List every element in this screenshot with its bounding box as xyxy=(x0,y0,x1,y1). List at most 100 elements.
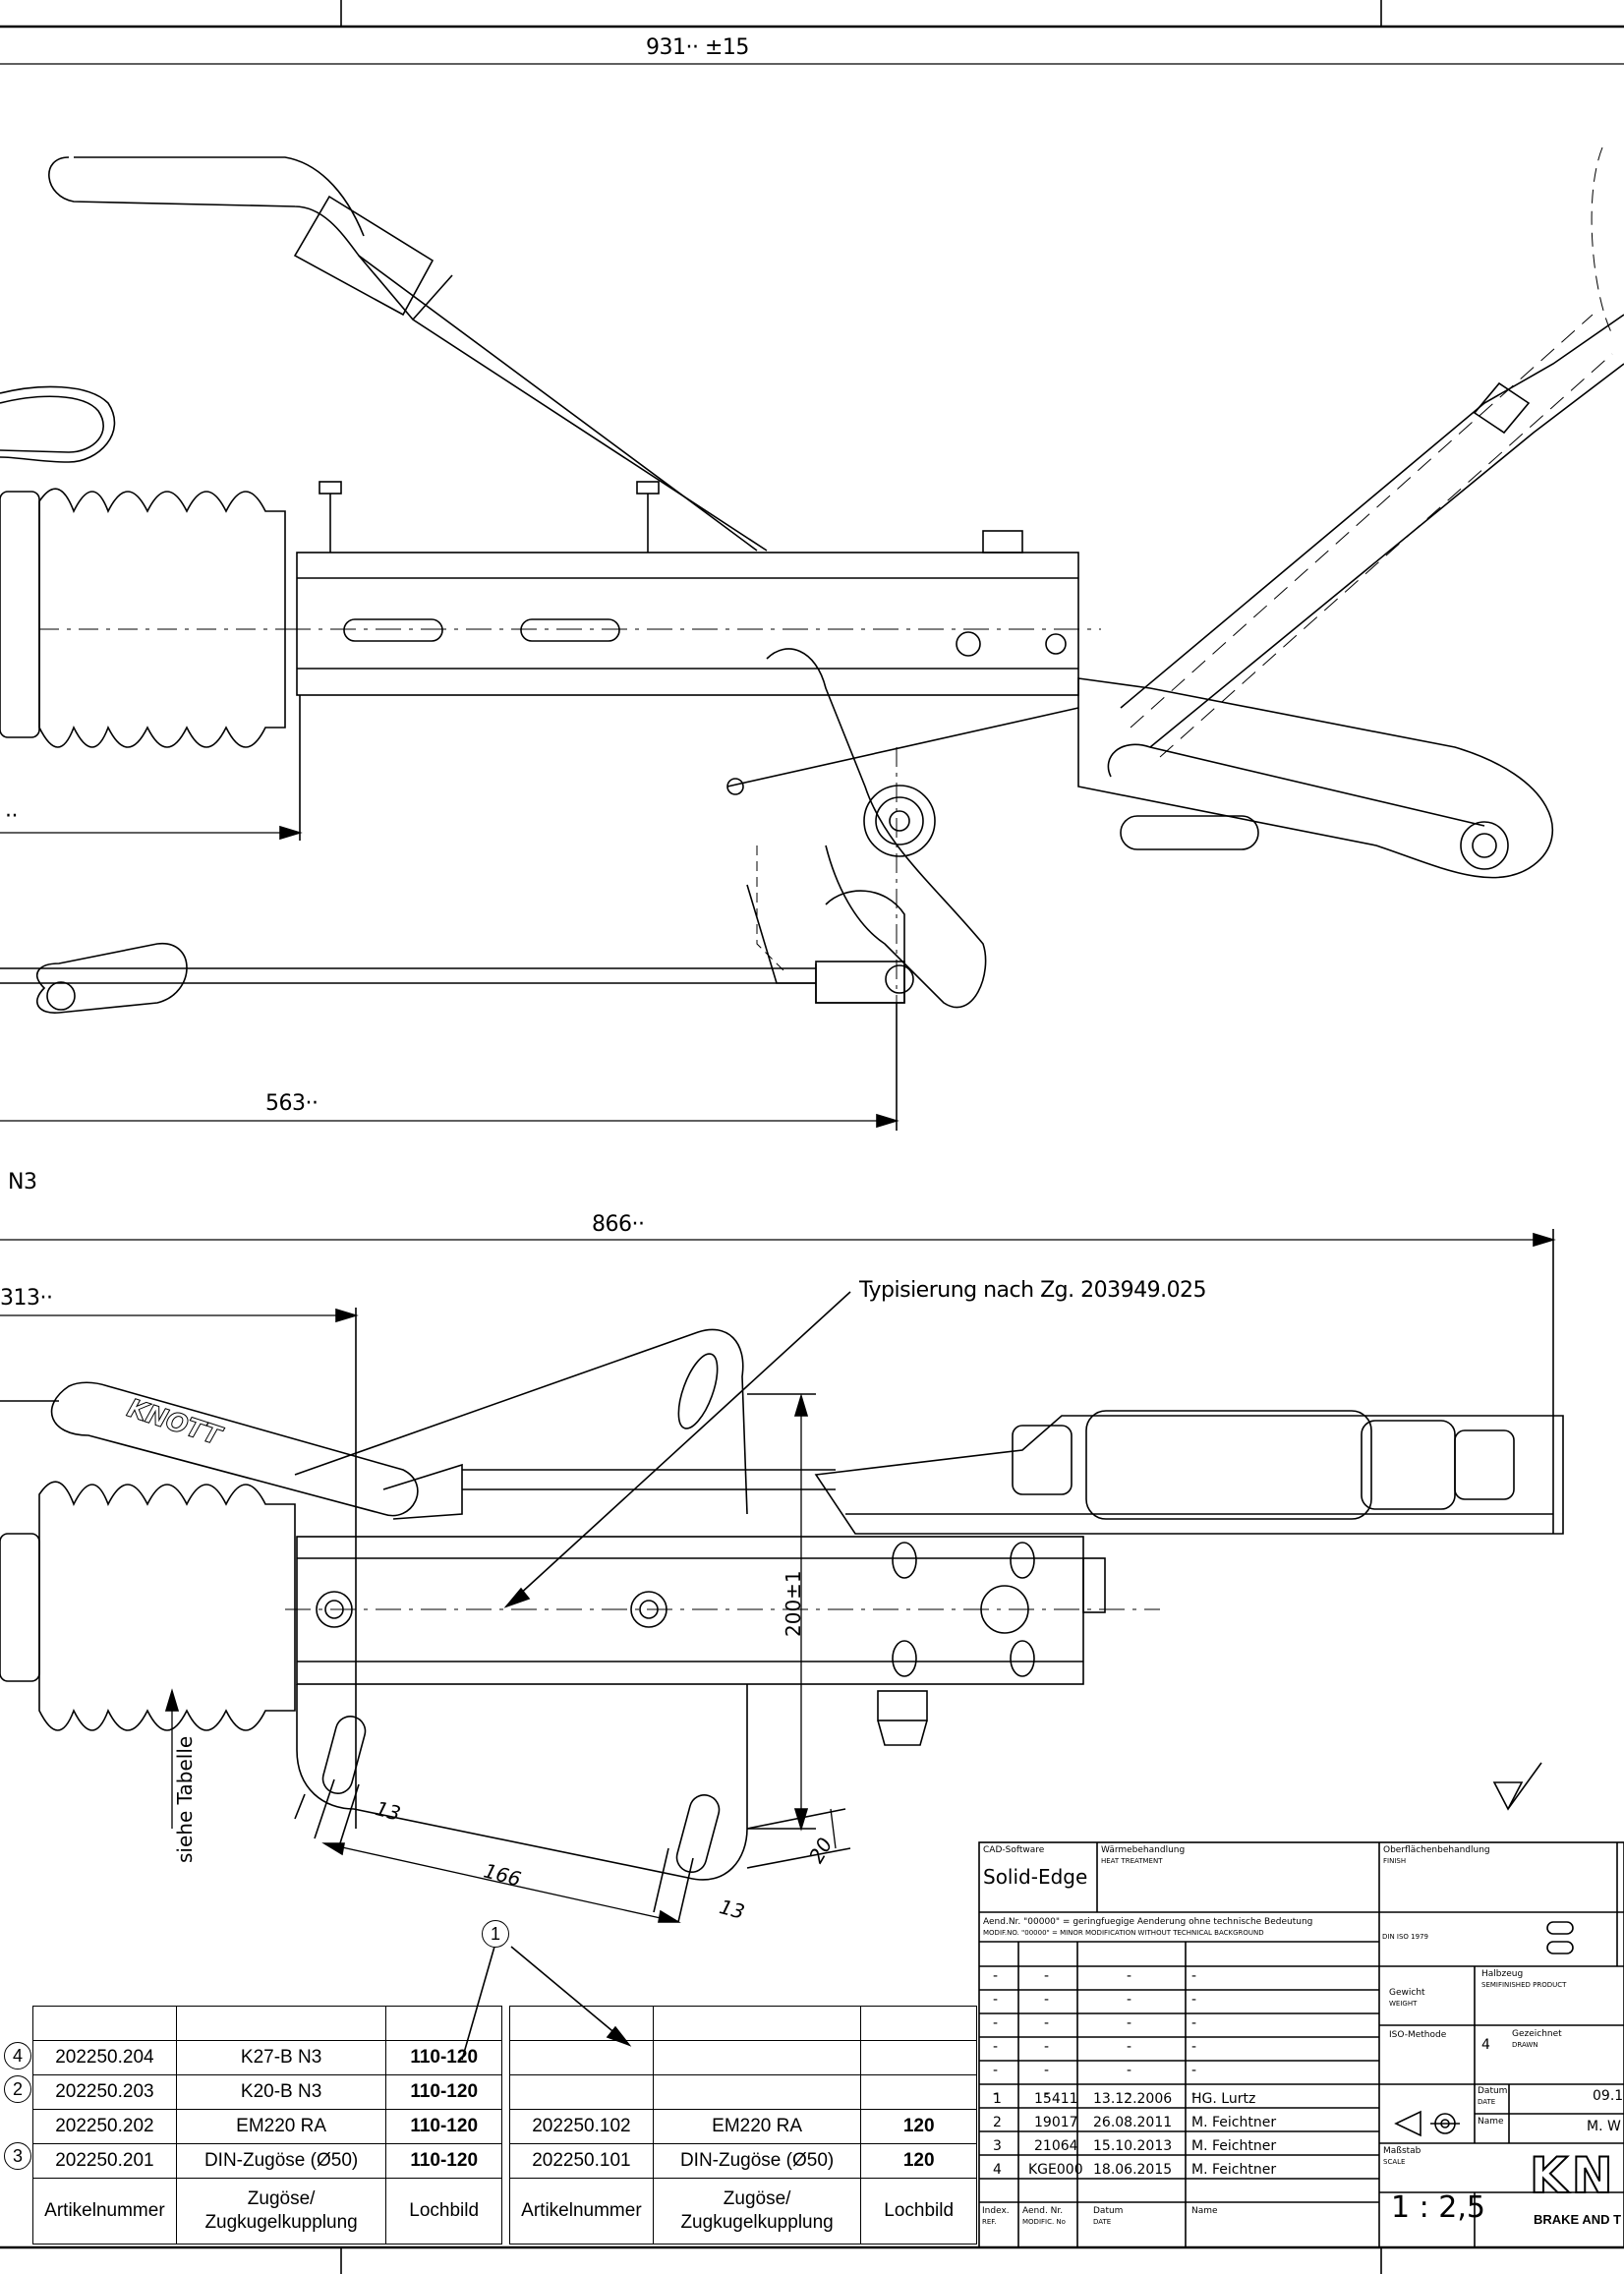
table-row xyxy=(509,2006,977,2041)
header-article: Artikelnummer xyxy=(509,2178,654,2245)
header-hole-pattern: Lochbild xyxy=(385,2178,502,2245)
table-row xyxy=(509,2040,977,2075)
rev-header-aend: Aend. Nr. xyxy=(1022,2206,1064,2216)
rev-row-5-name: - xyxy=(1191,2063,1197,2078)
article-number: 202250.102 xyxy=(509,2109,654,2144)
rev-2-date: 26.08.2011 xyxy=(1093,2115,1173,2130)
dim-left-partial: ·· xyxy=(5,804,19,829)
parts-table-left: 202250.204 K27-B N3 110-120 202250.203 K… xyxy=(32,2006,502,2245)
change-note: Aend.Nr. "00000" = geringfuegige Aenderu… xyxy=(983,1917,1313,1927)
din-label: DIN ISO 1979 xyxy=(1382,1933,1428,1941)
rev-2-nr: 19017 xyxy=(1034,2115,1078,2130)
rev-row-5-idx: - xyxy=(993,2063,999,2078)
rev-row-1-nr: - xyxy=(1044,1968,1050,1984)
hole-pattern xyxy=(860,2074,977,2110)
rev-4-idx: 4 xyxy=(993,2162,1002,2178)
row-callout-4: 4 xyxy=(4,2042,31,2070)
iso-value: 4 xyxy=(1481,2037,1490,2053)
scale-value: 1 : 2,5 xyxy=(1391,2190,1485,2225)
drawn-label-en: DRAWN xyxy=(1512,2041,1538,2049)
header-article: Artikelnummer xyxy=(32,2178,177,2245)
row-callout-2: 2 xyxy=(4,2075,31,2103)
rev-1-idx: 1 xyxy=(993,2091,1002,2107)
semi-label: Halbzeug xyxy=(1481,1969,1524,1979)
siehe-tabelle: siehe Tabelle xyxy=(173,1735,197,1863)
hole-pattern: 110-120 xyxy=(385,2143,502,2179)
rev-row-2-idx: - xyxy=(993,1992,999,2008)
callout-1: 1 xyxy=(482,1920,509,1948)
dim-overall-866: 866·· xyxy=(592,1212,645,1237)
table-header-row: Artikelnummer Zugöse/ Zugkugelkupplung L… xyxy=(32,2178,502,2245)
rev-row-6-name: - xyxy=(1191,2086,1197,2102)
article-number: 202250.202 xyxy=(32,2109,177,2144)
hole-pattern xyxy=(860,2040,977,2075)
rev-header-index: Index. xyxy=(982,2206,1010,2216)
hole-pattern: 120 xyxy=(860,2109,977,2144)
rev-row-3-nr: - xyxy=(1044,2015,1050,2031)
drawn-date: 09.1 xyxy=(1593,2088,1624,2104)
rev-3-name: M. Feichtner xyxy=(1191,2138,1277,2154)
rev-2-idx: 2 xyxy=(993,2115,1002,2130)
date-label: Datum xyxy=(1478,2086,1508,2096)
rev-1-name: HG. Lurtz xyxy=(1191,2091,1256,2107)
rev-header-datum-en: DATE xyxy=(1093,2218,1112,2226)
rev-row-1-name: - xyxy=(1191,1968,1197,1984)
header-hole-pattern: Lochbild xyxy=(860,2178,977,2245)
rev-row-2-nr: - xyxy=(1044,1992,1050,2008)
rev-row-2-name: - xyxy=(1191,1992,1197,2008)
rev-row-1: - xyxy=(993,1968,999,1984)
coupling-type: EM220 RA xyxy=(652,2109,862,2144)
coupling-type: K27-B N3 xyxy=(175,2040,387,2075)
table-row: 202250.202 EM220 RA 110-120 xyxy=(32,2109,502,2144)
table-row: 202250.102 EM220 RA 120 xyxy=(509,2109,977,2144)
dim-length-563: 563·· xyxy=(265,1091,319,1116)
rev-header-index-en: REF. xyxy=(982,2218,997,2226)
article-number: 202250.203 xyxy=(32,2074,177,2110)
bottom-view-label: N3 xyxy=(8,1170,37,1195)
rev-row-4-idx: - xyxy=(993,2039,999,2055)
rev-4-name: M. Feichtner xyxy=(1191,2162,1277,2178)
coupling-type: K20-B N3 xyxy=(175,2074,387,2110)
coupling-type xyxy=(652,2040,862,2075)
name-label: Name xyxy=(1478,2117,1504,2127)
article-number: 202250.101 xyxy=(509,2143,654,2179)
rev-header-aend-en: MODIFIC. No xyxy=(1022,2218,1066,2226)
table-row: 202250.201 DIN-Zugöse (Ø50) 110-120 xyxy=(32,2143,502,2179)
rev-3-date: 15.10.2013 xyxy=(1093,2138,1173,2154)
rev-4-date: 18.06.2015 xyxy=(1093,2162,1173,2178)
article-number xyxy=(509,2074,654,2110)
rev-3-idx: 3 xyxy=(993,2138,1002,2154)
rev-row-4-name: - xyxy=(1191,2039,1197,2055)
cad-value: Solid-Edge xyxy=(983,1865,1088,1889)
dim-height-200: 200±1 xyxy=(782,1570,805,1637)
typisierung-note: Typisierung nach Zg. 203949.025 xyxy=(859,1278,1207,1303)
coupling-type: DIN-Zugöse (Ø50) xyxy=(175,2143,387,2179)
table-header-row: Artikelnummer Zugöse/ Zugkugelkupplung L… xyxy=(509,2178,977,2245)
heat-label-en: HEAT TREATMENT xyxy=(1101,1857,1163,1865)
table-row: 202250.101 DIN-Zugöse (Ø50) 120 xyxy=(509,2143,977,2179)
hole-pattern: 110-120 xyxy=(385,2074,502,2110)
coupling-type xyxy=(652,2074,862,2110)
hole-pattern: 110-120 xyxy=(385,2040,502,2075)
company-tagline: BRAKE AND T xyxy=(1534,2212,1622,2227)
semi-label-en: SEMIFINISHED PRODUCT xyxy=(1481,1981,1567,1989)
finish-label-en: FINISH xyxy=(1383,1857,1407,1865)
weight-label-en: WEIGHT xyxy=(1389,2000,1418,2008)
rev-row-6-date: - xyxy=(1127,2086,1132,2102)
rev-row-6-nr: - xyxy=(1044,2086,1050,2102)
rev-row-4-date: - xyxy=(1127,2039,1132,2055)
rev-row-5-nr: - xyxy=(1044,2063,1050,2078)
bottom-view-coupling xyxy=(0,1229,1564,2061)
rev-3-nr: 21064 xyxy=(1034,2138,1078,2154)
table-row xyxy=(509,2074,977,2110)
article-number xyxy=(509,2040,654,2075)
drawn-name: M. W xyxy=(1587,2119,1621,2134)
coupling-type: EM220 RA xyxy=(175,2109,387,2144)
rev-1-date: 13.12.2006 xyxy=(1093,2091,1173,2107)
change-note-en: MODIF.NO. "00000" = MINOR MODIFICATION W… xyxy=(983,1929,1264,1937)
date-label-en: DATE xyxy=(1478,2098,1496,2106)
row-callout-3: 3 xyxy=(4,2142,31,2170)
coupling-type: DIN-Zugöse (Ø50) xyxy=(652,2143,862,2179)
